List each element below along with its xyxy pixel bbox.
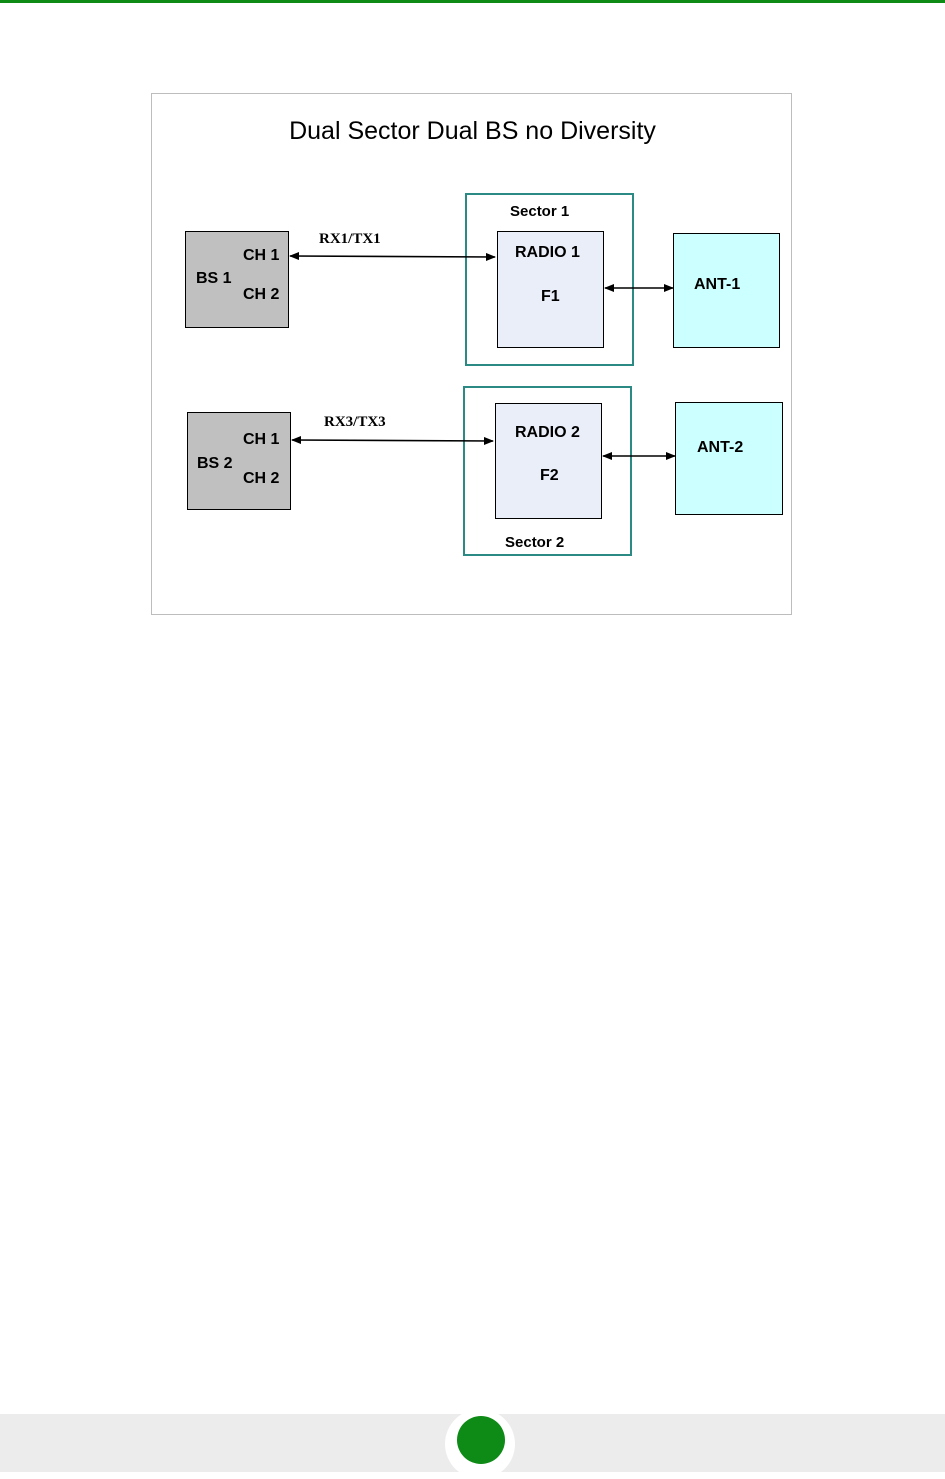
connector-arrows (152, 94, 793, 616)
link-1-arrow (290, 256, 495, 257)
page-marker-dot (457, 1416, 505, 1464)
link-2-arrow (292, 440, 493, 441)
header-rule (0, 0, 945, 3)
diagram-figure: Dual Sector Dual BS no Diversity Sector … (151, 93, 792, 615)
